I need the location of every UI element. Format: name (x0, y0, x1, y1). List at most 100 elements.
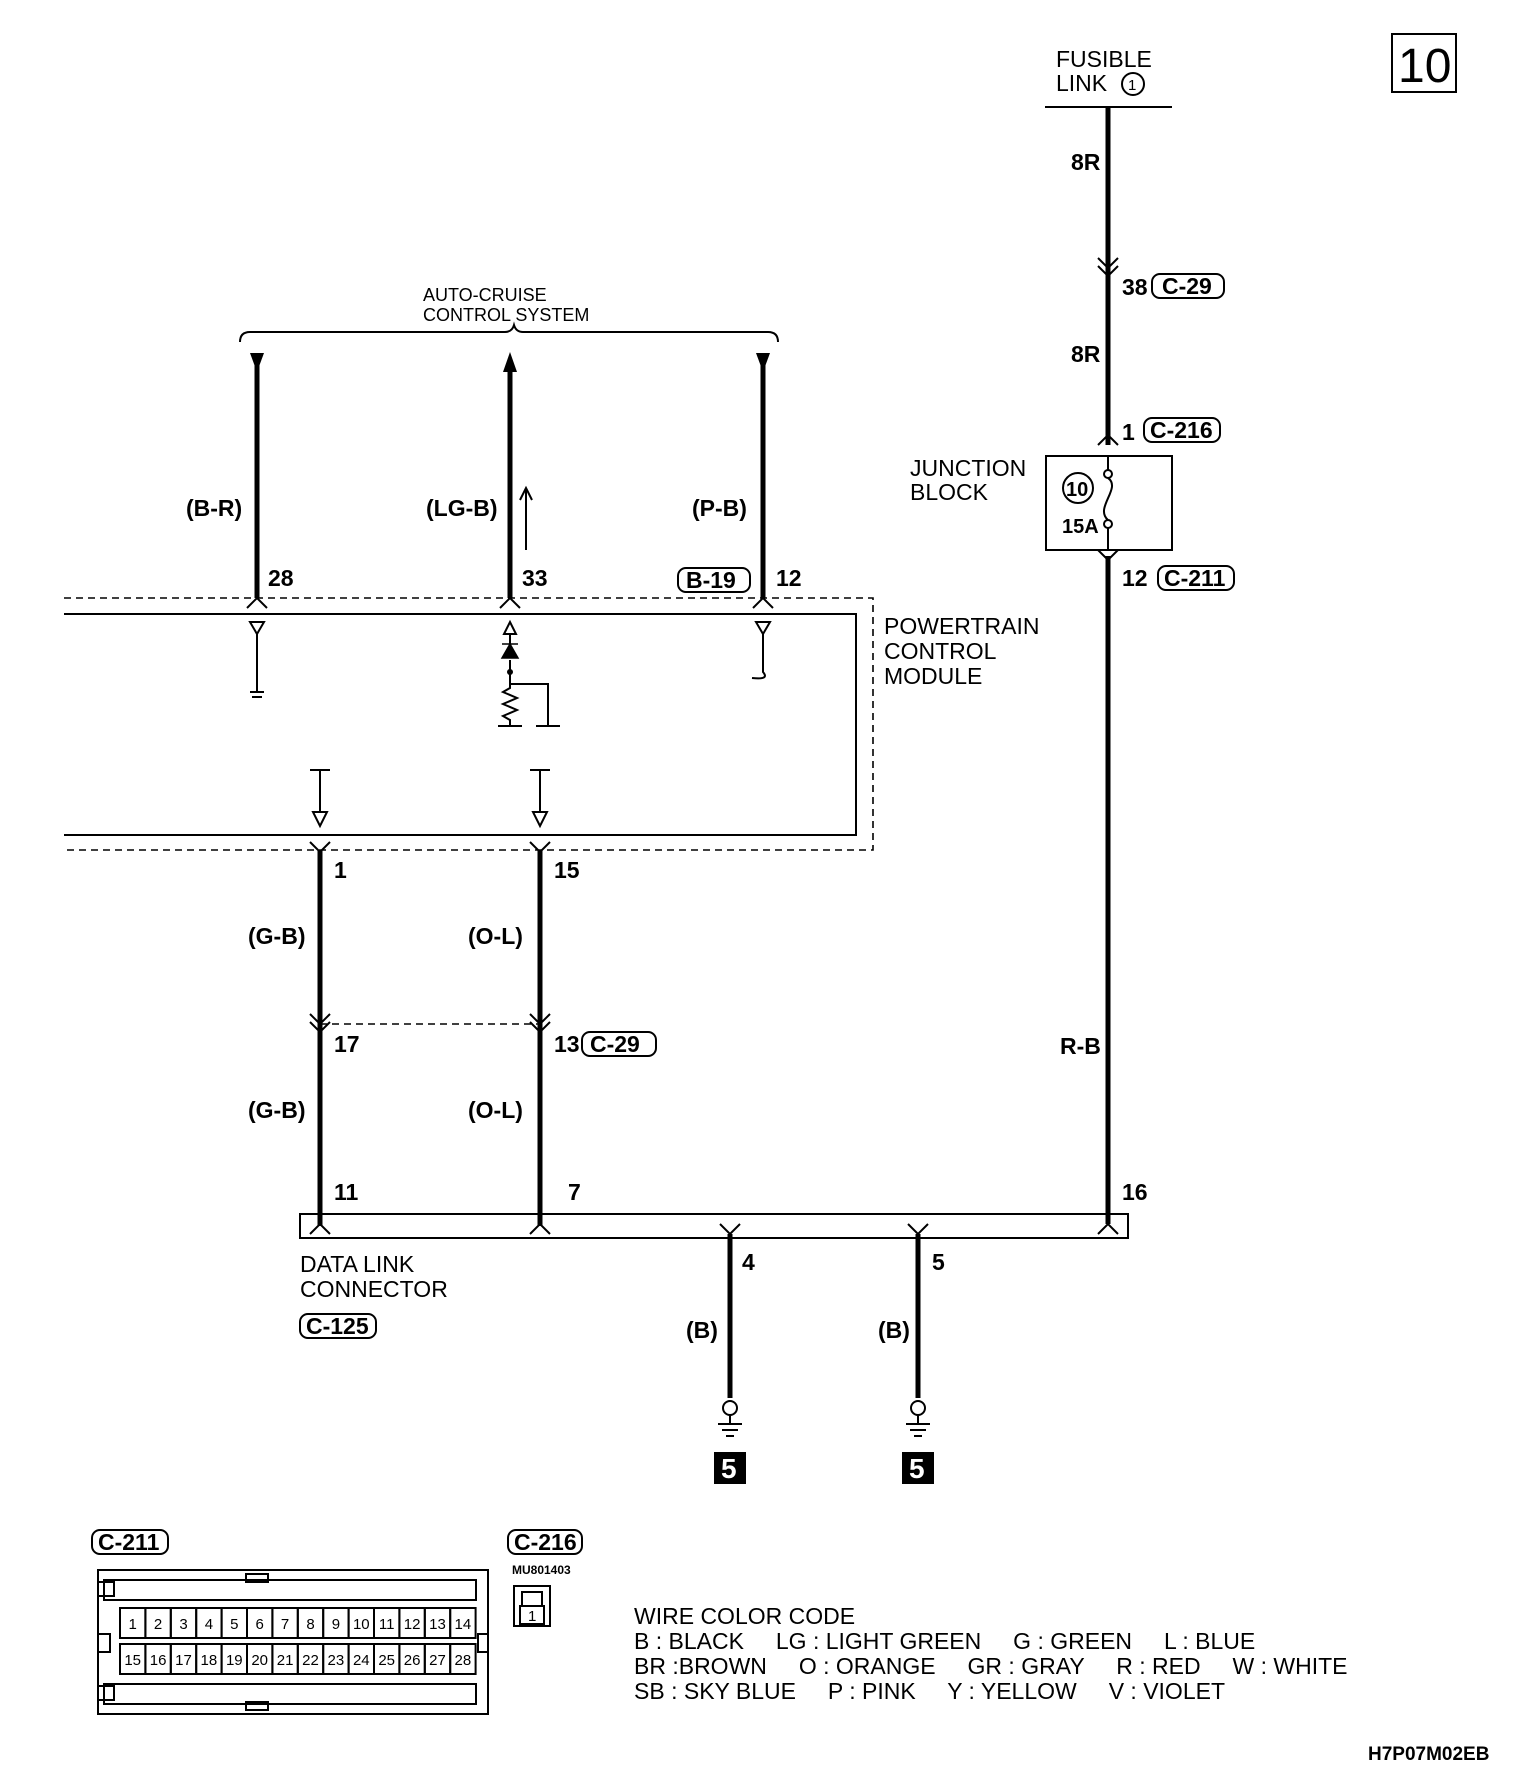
c211-pin-label: 14 (455, 1616, 472, 1633)
fusible-link-label-2: LINK (1056, 70, 1108, 96)
c211-pin-label: 15 (124, 1652, 141, 1669)
wire-ol-color: (O-L) (468, 923, 523, 949)
c216-part-number: MU801403 (512, 1563, 571, 1577)
c211-pin-label: 5 (230, 1616, 238, 1633)
b19-conn-box (677, 567, 751, 593)
fusible-link-number-circle (1121, 72, 1145, 96)
pcm-label-2: CONTROL (884, 638, 997, 664)
junction-block-label-2: BLOCK (910, 479, 989, 505)
ground-4-terminal (722, 1400, 738, 1416)
ground-5-badge (902, 1452, 934, 1484)
c211-pin-label: 7 (281, 1616, 289, 1633)
c211-label-box (91, 1529, 169, 1555)
c211-label: C-211 (98, 1529, 160, 1555)
junction-block-label-1: JUNCTION (910, 455, 1026, 481)
c211-pin-label: 24 (353, 1652, 370, 1669)
c216-conn-box (1143, 417, 1221, 443)
wire-lgb-color: (LG-B) (426, 495, 498, 521)
dlc-pin-16: 16 (1122, 1179, 1148, 1205)
c216-connector-face (513, 1585, 551, 1627)
dlc-label-2: CONNECTOR (300, 1276, 448, 1302)
page-number-box (1391, 33, 1457, 93)
fuse-number-circle (1062, 472, 1094, 504)
c29-right-conn-box (1151, 273, 1225, 299)
auto-cruise-label-2: CONTROL SYSTEM (423, 305, 589, 325)
fuse-number: 10 (1066, 479, 1088, 501)
wire-gb-color: (G-B) (248, 923, 305, 949)
c211-pin-label: 27 (429, 1652, 446, 1669)
wire-color-code-line-1: B : BLACK LG : LIGHT GREEN G : GREEN L :… (634, 1628, 1255, 1654)
auto-cruise-label-1: AUTO-CRUISE (423, 285, 547, 305)
c211-pin-label: 18 (201, 1652, 218, 1669)
c29-right-chevron (1097, 257, 1119, 278)
c211-conn: C-211 (1164, 565, 1226, 591)
c211-pin-label: 2 (154, 1616, 162, 1633)
wire-color-code-title: WIRE COLOR CODE (634, 1603, 855, 1629)
c29-right-conn: C-29 (1162, 273, 1212, 299)
wire-color-code-line-3: SB : SKY BLUE P : PINK Y : YELLOW V : VI… (634, 1678, 1225, 1704)
c29-mid-conn: C-29 (590, 1031, 640, 1057)
pcm-pin-28: 28 (268, 565, 294, 591)
pcm-terminal-28 (246, 596, 268, 609)
c216-label: C-216 (514, 1529, 577, 1555)
diagram-code: H7P07M02EB (1368, 1744, 1489, 1765)
c211-pin-label: 9 (332, 1616, 340, 1633)
c211-pin-label: 21 (277, 1652, 294, 1669)
c216-latch (521, 1591, 543, 1607)
c211-pin-label: 13 (429, 1616, 446, 1633)
auto-cruise-bracket (239, 321, 779, 343)
pcm-pin-15: 15 (554, 857, 580, 883)
pcm-label-1: POWERTRAIN (884, 613, 1039, 639)
c211-pin-label: 6 (256, 1616, 264, 1633)
c29-pin-13: 13 (554, 1031, 580, 1057)
c29-pin-17: 17 (334, 1031, 360, 1057)
dlc-terminal-16 (1097, 1222, 1119, 1235)
ground-5-number: 5 (909, 1453, 925, 1484)
pcm-terminal-12 (752, 596, 774, 609)
ground-wire-4-color: (B) (686, 1317, 718, 1343)
dlc-pin-4: 4 (742, 1249, 755, 1275)
c211-pin-label: 19 (226, 1652, 243, 1669)
wire-pb-color: (P-B) (692, 495, 747, 521)
ground-4-number: 5 (721, 1453, 737, 1484)
dlc-pin-5: 5 (932, 1249, 945, 1275)
c211-pin-label: 3 (179, 1616, 187, 1633)
pcm-pin-1: 1 (334, 857, 347, 883)
dlc-terminal-4 (719, 1223, 741, 1236)
fuse-amperage: 15A (1062, 516, 1099, 538)
ground-5-terminal (910, 1400, 926, 1416)
dlc-label-1: DATA LINK (300, 1251, 415, 1277)
c211-pin-label: 22 (302, 1652, 319, 1669)
dlc-terminal-7 (529, 1222, 551, 1235)
c211-pin-label: 10 (353, 1616, 370, 1633)
c216-chevron (1097, 433, 1119, 446)
c211-pin-label: 28 (455, 1652, 472, 1669)
c211-conn-box (1157, 565, 1235, 591)
c211-pin-label: 25 (378, 1652, 395, 1669)
c211-pin-cell (449, 1607, 477, 1639)
pcm-internal-12 (751, 621, 772, 680)
c211-pin-label: 1 (129, 1616, 137, 1633)
pcm-terminal-33 (499, 596, 521, 609)
page-number: 10 (1398, 40, 1451, 93)
c211-pin-label: 26 (404, 1652, 421, 1669)
wire-br-color: (B-R) (186, 495, 242, 521)
c216-pin: 1 (1122, 419, 1135, 445)
c211-pin-label: 20 (251, 1652, 268, 1669)
pcm-pin-33: 33 (522, 565, 548, 591)
c216-label-box (507, 1529, 583, 1555)
c125-conn: C-125 (306, 1313, 369, 1339)
pcm-label-3: MODULE (884, 663, 982, 689)
b19-conn: B-19 (686, 567, 736, 593)
fuse-terminal-bottom (1103, 519, 1113, 529)
ground-4-badge (714, 1452, 746, 1484)
c211-pin: 12 (1122, 565, 1148, 591)
pcm-pin-12: 12 (776, 565, 802, 591)
fuse-icon (1102, 456, 1114, 550)
fusible-link-number: 1 (1128, 77, 1136, 94)
c216-pin-label: 1 (528, 1608, 536, 1625)
c211-pin-label: 12 (404, 1616, 421, 1633)
pcm-internal-1 (310, 769, 330, 829)
